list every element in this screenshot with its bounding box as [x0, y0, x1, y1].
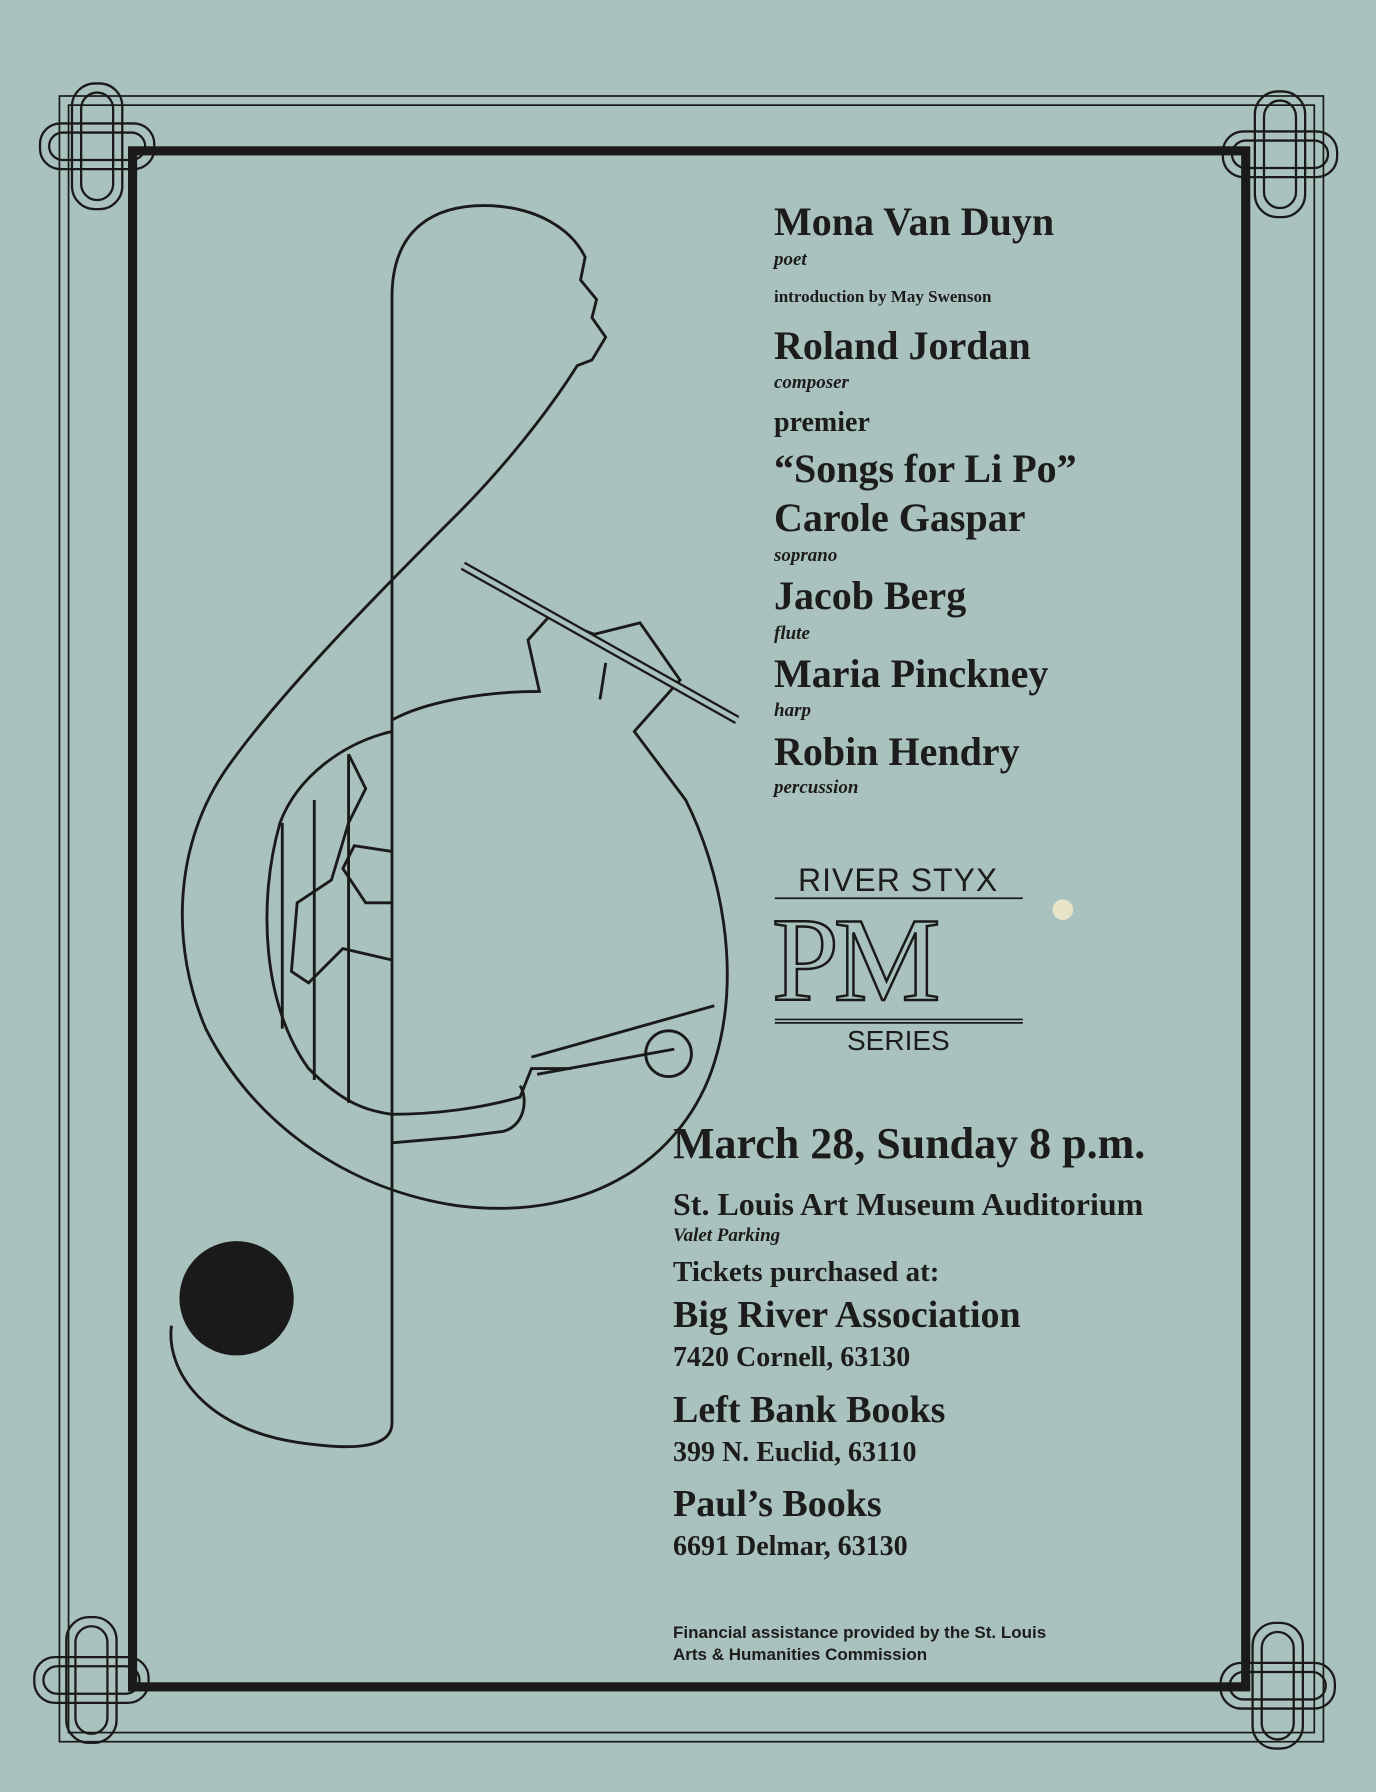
performer-name: Jacob Berg [774, 573, 967, 618]
treble-clef-musicians-illustration [169, 204, 740, 1449]
outlet-address: 399 N. Euclid, 63110 [673, 1437, 917, 1468]
performer-role: soprano [774, 545, 838, 566]
introduction: introduction by May Swenson [774, 287, 992, 306]
premier-title: “Songs for Li Po” [774, 446, 1077, 491]
premier-label: premier [774, 407, 870, 438]
performer-name: Carole Gaspar [774, 495, 1026, 540]
celtic-knot-corners [33, 82, 1339, 1750]
outlet-address: 7420 Cornell, 63130 [673, 1342, 911, 1373]
event-parking: Valet Parking [673, 1225, 781, 1246]
performer-role: harp [774, 700, 811, 721]
outlet-address: 6691 Delmar, 63130 [673, 1531, 908, 1562]
paper-spot [1052, 899, 1074, 920]
performer-role: flute [774, 623, 810, 644]
logo-rules [774, 897, 1023, 1024]
frame-outer [58, 95, 1325, 1743]
credit-line: Arts & Humanities Commission [673, 1645, 928, 1664]
credit-line: Financial assistance provided by the St.… [673, 1623, 1047, 1642]
tickets-label: Tickets purchased at: [673, 1256, 940, 1288]
clef-dot [179, 1241, 294, 1356]
logo-top: RIVER STYX [798, 862, 999, 898]
frame-inner [128, 146, 1251, 1692]
logo-bottom: SERIES [847, 1025, 950, 1056]
performer-role: poet [774, 249, 807, 270]
outlet-name: Left Bank Books [673, 1389, 946, 1431]
performer-role: composer [774, 372, 849, 393]
performer-name: Roland Jordan [774, 323, 1031, 368]
outlet-name: Paul’s Books [673, 1483, 882, 1525]
performer-name: Robin Hendry [774, 729, 1020, 774]
logo-main: PM [771, 893, 942, 1026]
outlet-name: Big River Association [673, 1294, 1021, 1336]
event-datetime: March 28, Sunday 8 p.m. [673, 1119, 1146, 1168]
performer-name: Maria Pinckney [774, 651, 1049, 696]
performer-name: Mona Van Duyn [774, 199, 1055, 244]
performer-role: percussion [774, 777, 859, 798]
event-venue: St. Louis Art Museum Auditorium [673, 1186, 1144, 1222]
